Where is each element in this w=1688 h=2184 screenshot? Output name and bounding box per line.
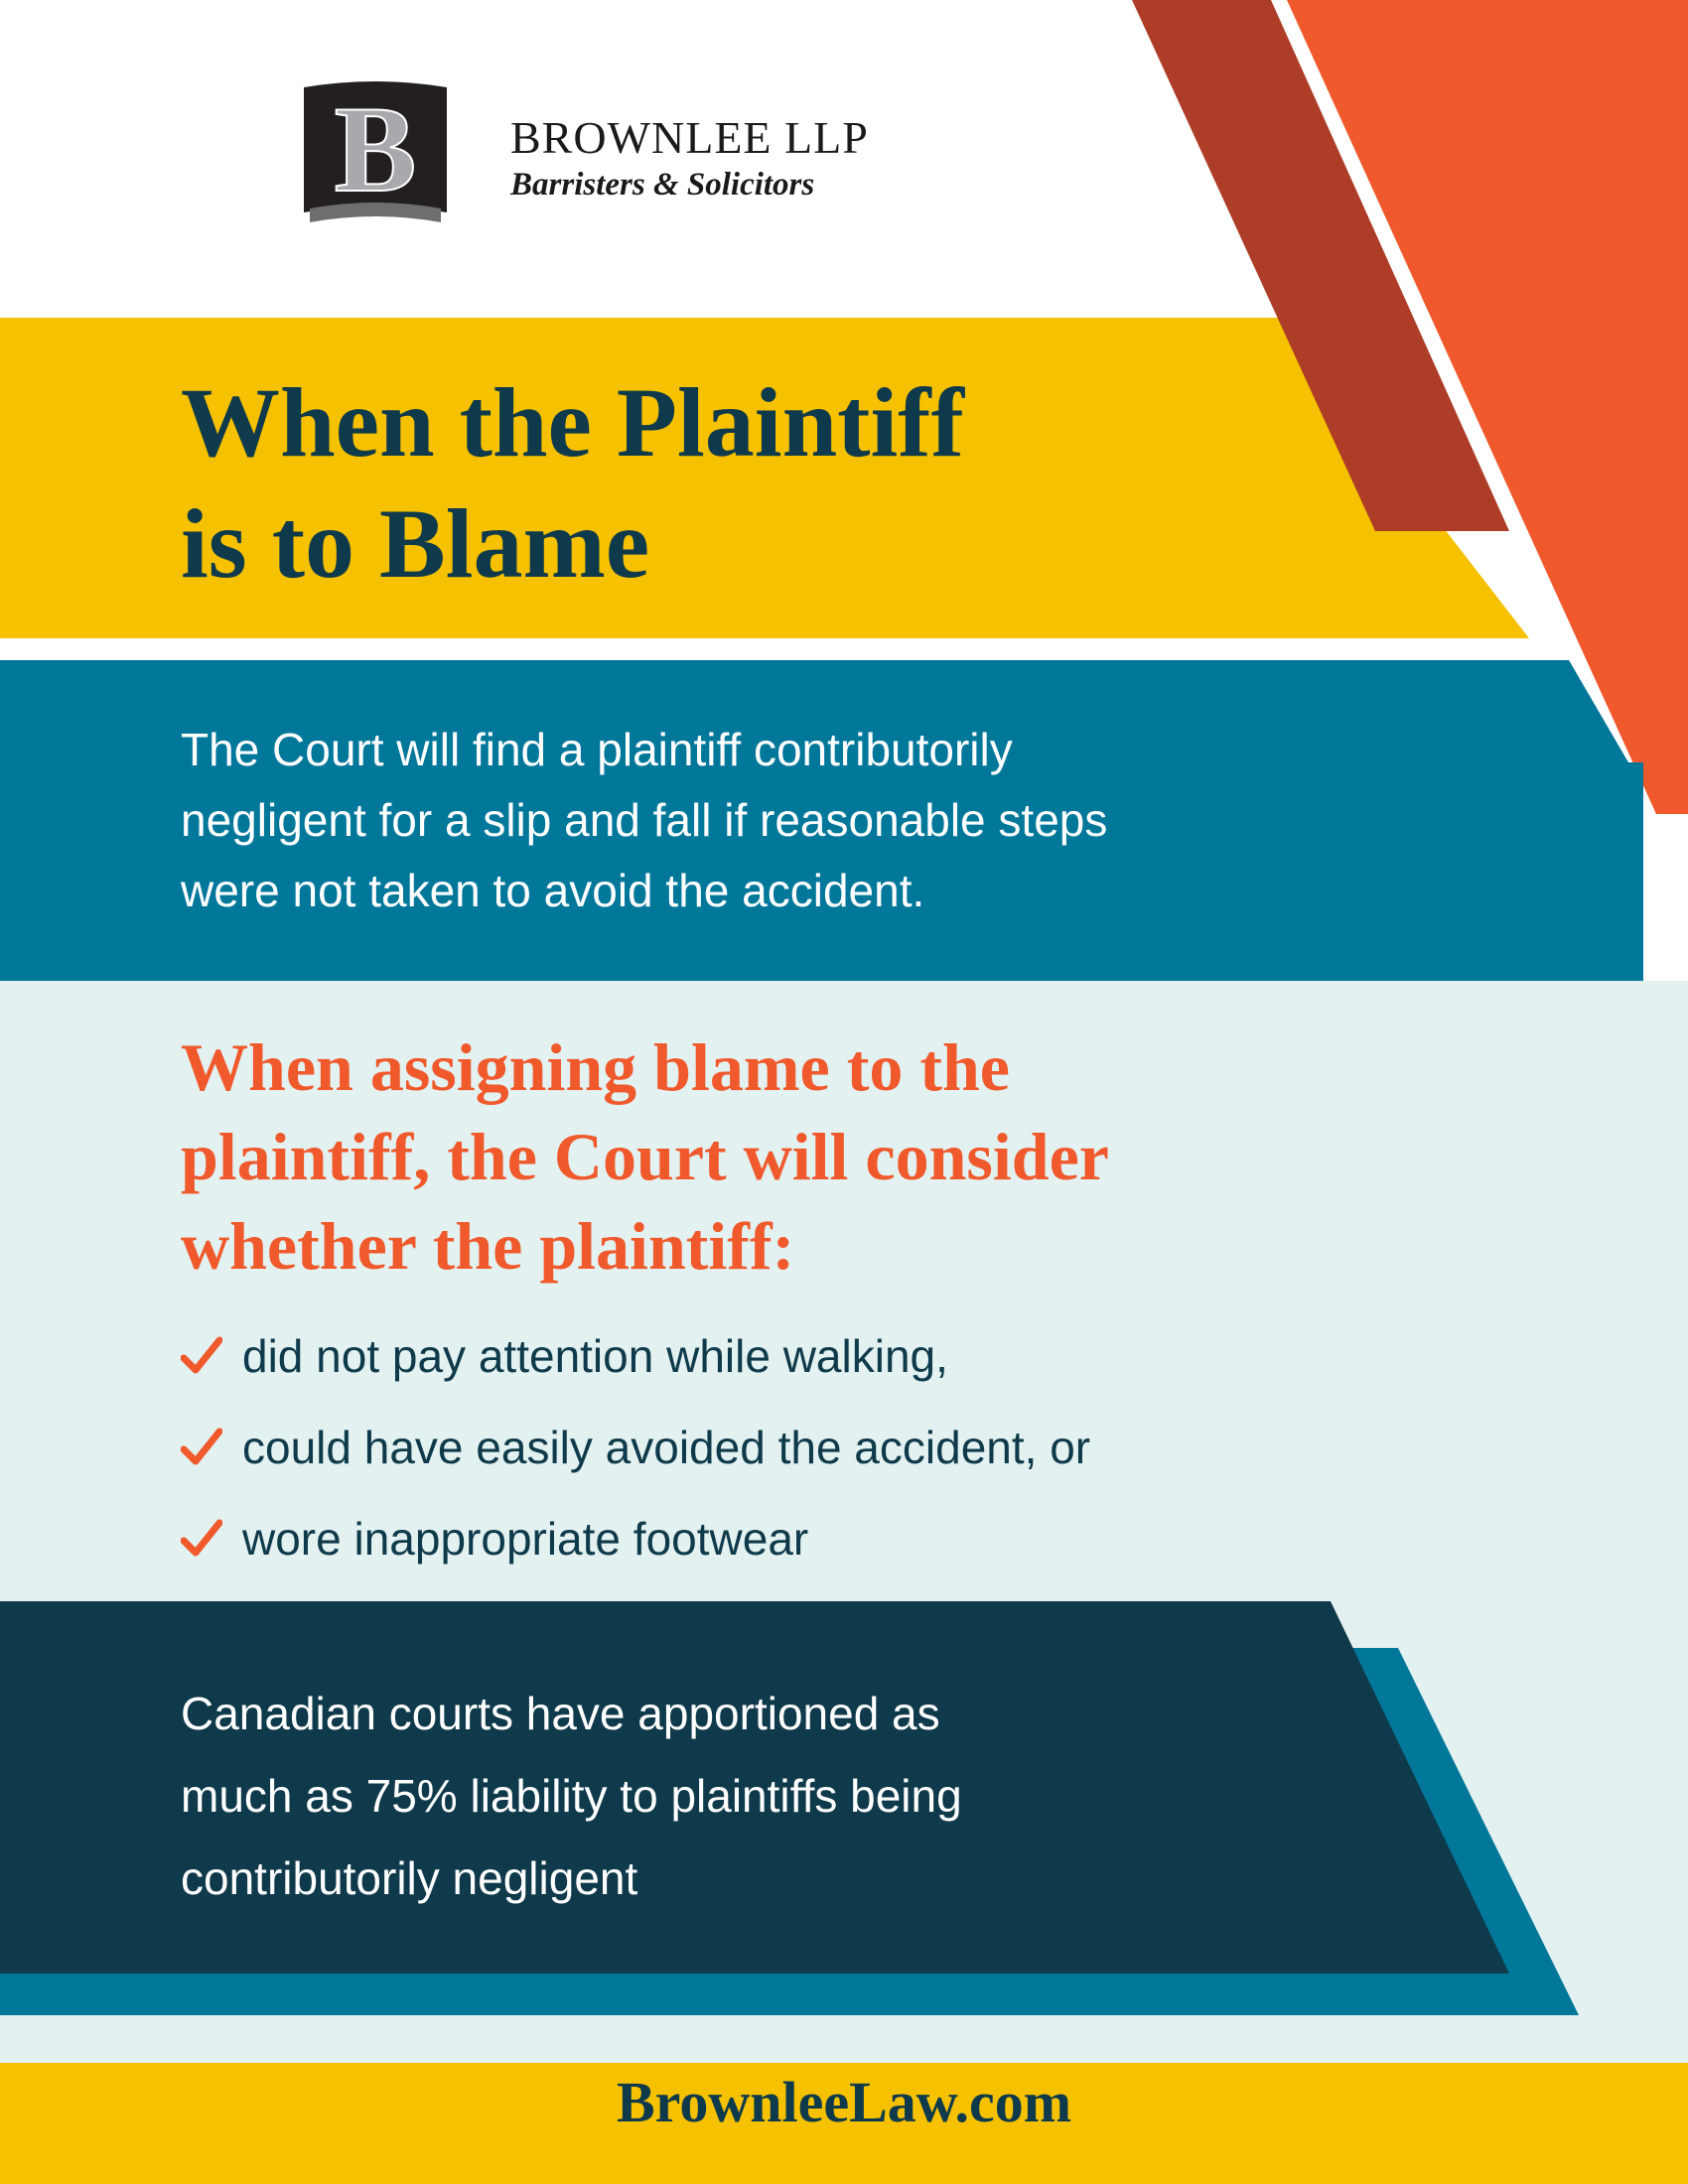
logo-letter: B: [335, 81, 417, 217]
statistic-line-3: contributorily negligent: [181, 1852, 638, 1904]
statistic-line-2: much as 75% liability to plaintiffs bein…: [181, 1770, 962, 1822]
intro-line-1: The Court will find a plaintiff contribu…: [181, 724, 1013, 775]
criteria-heading-line-1: When assigning blame to the: [181, 1029, 1010, 1105]
title-line-1: When the Plaintiff: [181, 367, 964, 478]
list-item-text: wore inappropriate footwear: [242, 1513, 809, 1565]
list-item-text: did not pay attention while walking,: [242, 1330, 948, 1382]
criteria-heading-line-2: plaintiff, the Court will consider: [181, 1119, 1109, 1194]
list-item: wore inappropriate footwear: [181, 1493, 1090, 1584]
rust-slash: [1132, 0, 1509, 531]
brownlee-logo: B: [300, 80, 451, 228]
teal-band: [0, 660, 1643, 981]
criteria-heading: When assigning blame to the plaintiff, t…: [181, 1023, 1472, 1291]
intro-line-3: were not taken to avoid the accident.: [181, 865, 925, 916]
checkmark-icon: [181, 1519, 222, 1557]
website-link[interactable]: BrownleeLaw.com: [616, 2070, 1072, 2134]
criteria-checklist: did not pay attention while walking, cou…: [181, 1310, 1090, 1584]
list-item: did not pay attention while walking,: [181, 1310, 1090, 1402]
criteria-heading-line-3: whether the plaintiff:: [181, 1208, 795, 1284]
statistic-paragraph: Canadian courts have apportioned as much…: [181, 1673, 1273, 1920]
list-item: could have easily avoided the accident, …: [181, 1402, 1090, 1493]
yellow-band: [0, 318, 1529, 638]
intro-paragraph: The Court will find a plaintiff contribu…: [181, 715, 1352, 926]
checkmark-icon: [181, 1428, 222, 1465]
list-item-text: could have easily avoided the accident, …: [242, 1422, 1091, 1473]
title-line-2: is to Blame: [181, 488, 650, 599]
firm-name: BROWNLEE LLP: [510, 112, 869, 163]
firm-tagline: Barristers & Solicitors: [510, 167, 815, 203]
statistic-line-1: Canadian courts have apportioned as: [181, 1688, 940, 1739]
page-title: When the Plaintiff is to Blame: [181, 362, 1174, 605]
checkmark-icon: [181, 1336, 222, 1374]
intro-line-2: negligent for a slip and fall if reasona…: [181, 794, 1108, 846]
orange-slash: [1287, 0, 1688, 814]
navy-band: [0, 1601, 1509, 1974]
footer-band: [0, 2063, 1688, 2184]
